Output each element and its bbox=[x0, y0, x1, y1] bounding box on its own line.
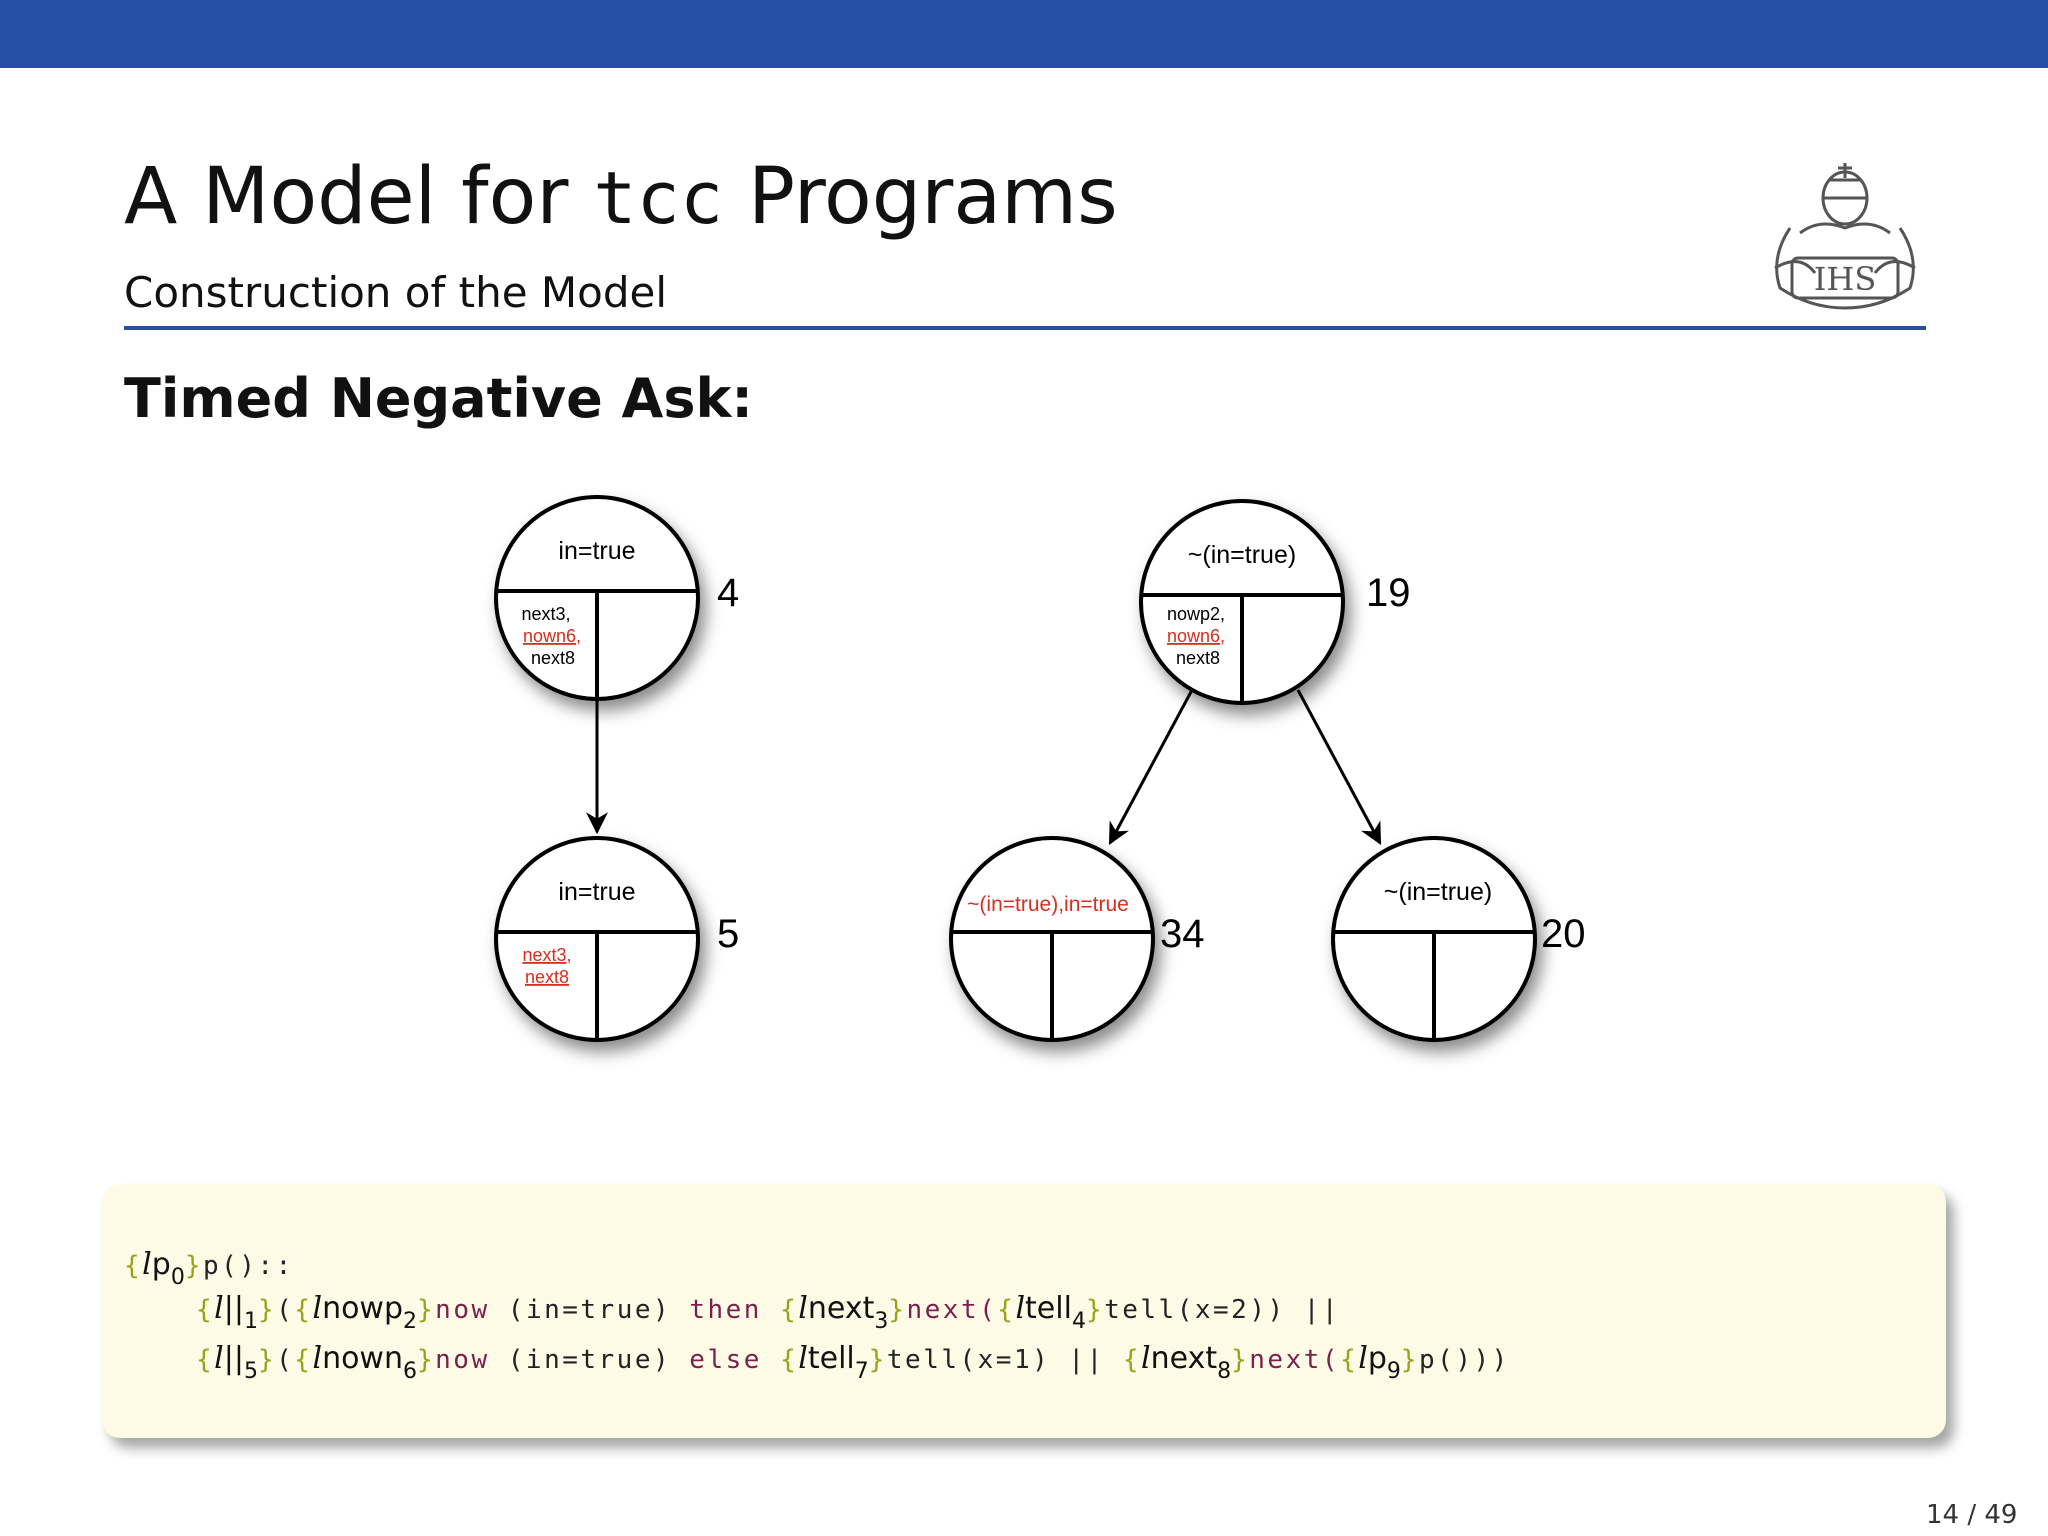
code-line-2: {l||5}({lnown6}now (in=true) else {ltell… bbox=[196, 1341, 1510, 1384]
title-rule bbox=[124, 326, 1926, 330]
node-cell-line: next3, bbox=[522, 945, 571, 965]
node-label: ~(in=true),in=true bbox=[967, 893, 1129, 916]
svg-text:IHS: IHS bbox=[1814, 260, 1876, 298]
node-label: ~(in=true) bbox=[1384, 878, 1492, 906]
code-line-0: {lp0}p():: bbox=[124, 1247, 294, 1290]
section-heading: Timed Negative Ask: bbox=[124, 367, 753, 430]
title-text: A Model for bbox=[124, 152, 594, 242]
state-node-34: ~(in=true),in=true 34 bbox=[949, 836, 1205, 1042]
node-label: in=true bbox=[558, 537, 635, 565]
state-node-19: ~(in=true) nowp2, nown6, next8 19 bbox=[1139, 499, 1411, 705]
node-cell-line: nown6, bbox=[1167, 626, 1225, 646]
code-block bbox=[102, 1184, 1946, 1438]
page-number: 14 / 49 bbox=[1926, 1500, 2018, 1530]
node-cell-line: next8 bbox=[1176, 648, 1220, 668]
node-cell-line: next8 bbox=[531, 648, 575, 668]
state-node-20: ~(in=true) 20 bbox=[1331, 836, 1586, 1042]
state-node-4: in=true next3, nown6, next8 4 bbox=[494, 495, 739, 701]
node-number: 20 bbox=[1541, 912, 1586, 956]
node-number: 4 bbox=[717, 571, 739, 615]
node-cell-line: nown6, bbox=[523, 626, 581, 646]
node-cell-line: next8 bbox=[525, 967, 569, 987]
title-text-end: Programs bbox=[723, 152, 1118, 242]
top-bar bbox=[0, 0, 2048, 68]
university-crest-logo: IHS bbox=[1774, 163, 1916, 310]
node-cell-line: nowp2, bbox=[1167, 604, 1225, 624]
code-line-1: {l||1}({lnowp2}now (in=true) then {lnext… bbox=[196, 1291, 1341, 1334]
node-cell-line: next3, bbox=[521, 604, 570, 624]
state-node-5: in=true next3, next8 5 bbox=[494, 836, 739, 1042]
slide-title: A Model for tcc Programs bbox=[124, 158, 1118, 236]
node-number: 34 bbox=[1160, 912, 1205, 956]
slide-subtitle: Construction of the Model bbox=[124, 268, 667, 317]
node-number: 19 bbox=[1366, 571, 1411, 615]
edge-19-to-34 bbox=[1108, 689, 1194, 845]
title-code: tcc bbox=[593, 156, 724, 240]
node-number: 5 bbox=[717, 912, 739, 956]
node-label: ~(in=true) bbox=[1188, 541, 1296, 569]
node-label: in=true bbox=[558, 878, 635, 906]
edge-19-to-20 bbox=[1296, 689, 1382, 845]
